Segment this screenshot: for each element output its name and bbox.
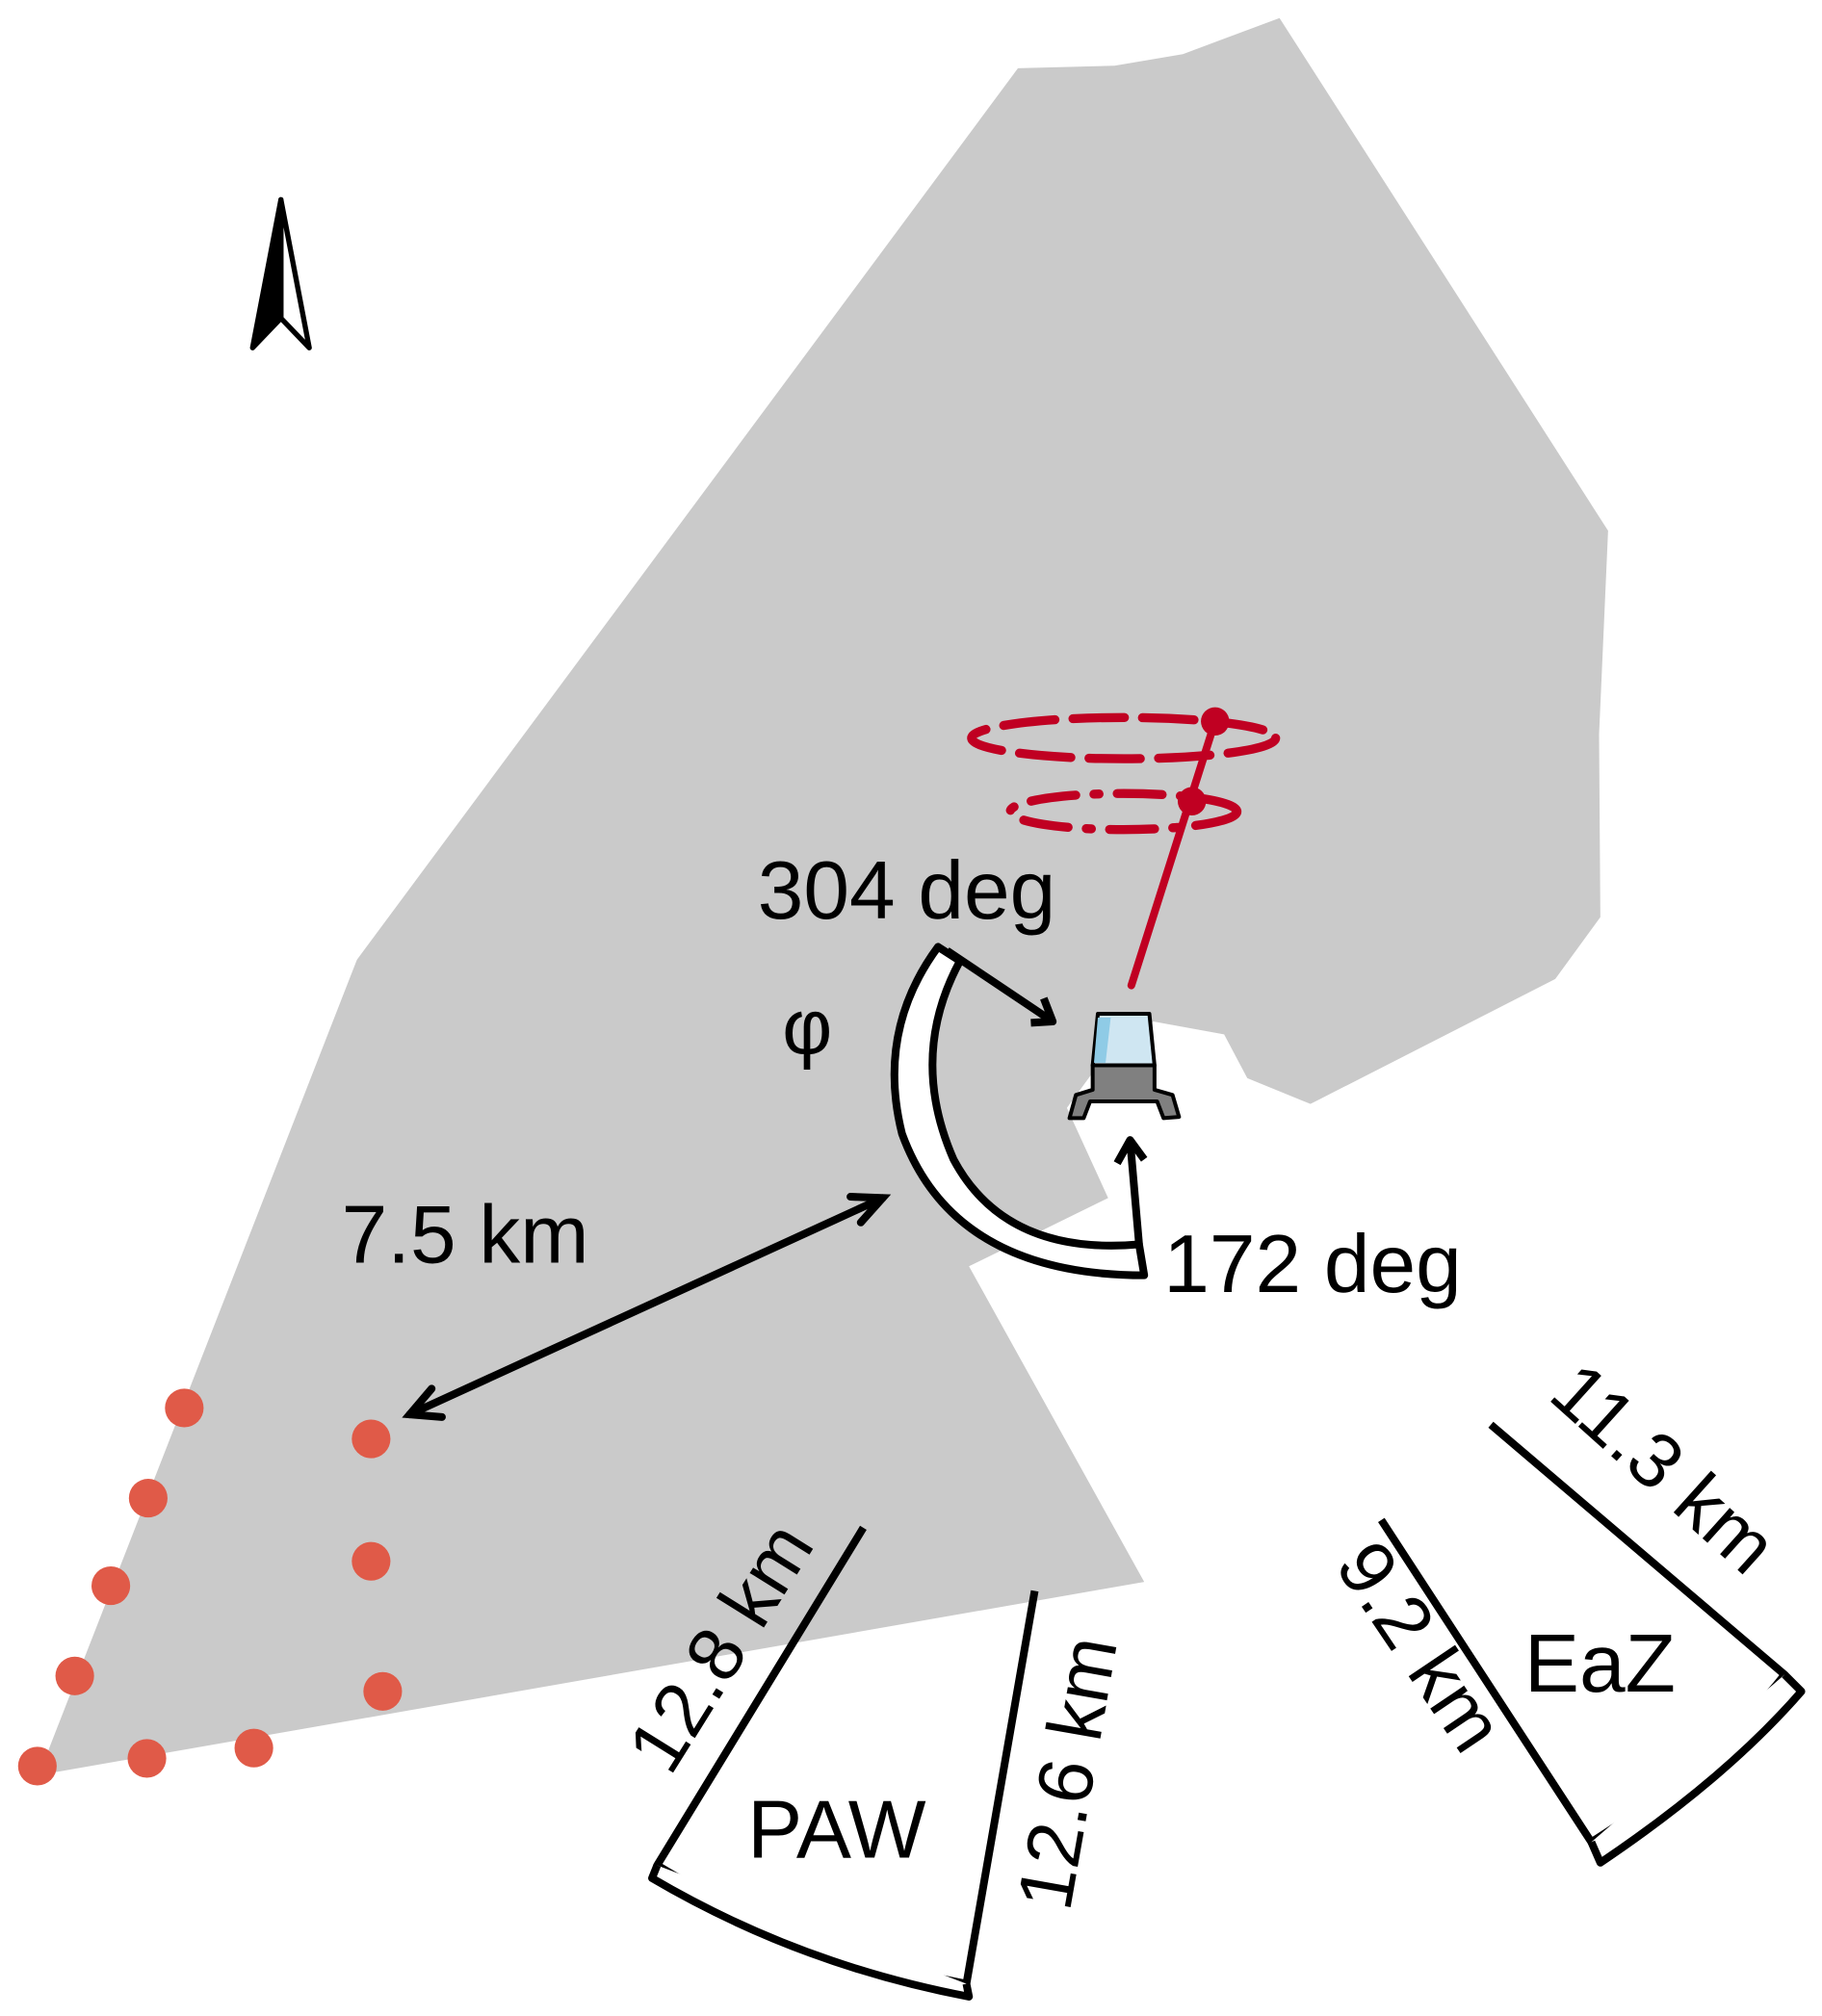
label-phi: φ: [782, 984, 832, 1071]
sensor-dot: [234, 1728, 273, 1768]
sensor-dot: [127, 1739, 167, 1778]
label-eaz-left: 9.2 km: [1319, 1526, 1521, 1767]
rotor-icon: [967, 707, 1281, 990]
label-eaz-right: 11.3 km: [1535, 1346, 1793, 1590]
eaz-wedge: [1378, 1421, 1806, 1867]
angle-arc: [890, 943, 1149, 1279]
paw-wedge: [648, 1525, 1039, 2001]
north-arrow-icon: [249, 196, 312, 350]
sensor-dot: [351, 1419, 391, 1459]
sensor-dots: [17, 1388, 403, 1786]
lander-icon: [1067, 1012, 1182, 1121]
sensor-dot: [55, 1656, 94, 1695]
sensor-dot: [351, 1541, 391, 1581]
sensor-dot: [363, 1671, 403, 1711]
label-paw: PAW: [747, 1783, 926, 1875]
sensor-dot: [128, 1479, 168, 1518]
label-304-deg: 304 deg: [758, 844, 1056, 937]
sensor-dot: [91, 1566, 131, 1606]
sensor-dot: [165, 1388, 204, 1428]
sensor-dot: [17, 1746, 57, 1786]
distance-arrow: [402, 1193, 892, 1421]
grey-region: [39, 17, 1608, 1775]
label-172-deg: 172 deg: [1163, 1218, 1462, 1310]
label-distance: 7.5 km: [342, 1188, 589, 1280]
label-eaz: EaZ: [1524, 1617, 1676, 1710]
